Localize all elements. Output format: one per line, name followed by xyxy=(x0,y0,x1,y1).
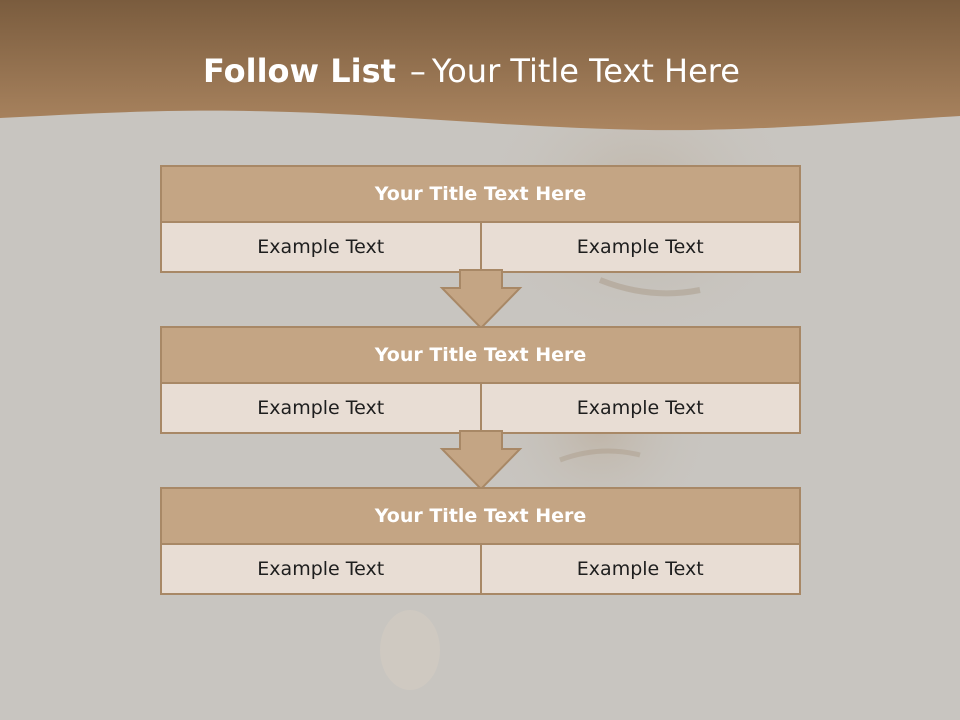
step-block-2: Your Title Text Here Example Text Exampl… xyxy=(160,326,801,434)
step-block-3: Your Title Text Here Example Text Exampl… xyxy=(160,487,801,595)
title-separator: – xyxy=(409,52,426,90)
step-row: Example Text Example Text xyxy=(162,384,799,432)
step-left-cell: Example Text xyxy=(257,236,385,258)
step-title: Your Title Text Here xyxy=(162,328,799,384)
step-row: Example Text Example Text xyxy=(162,223,799,271)
step-left-cell: Example Text xyxy=(257,397,385,419)
title-bold: Follow List xyxy=(203,52,396,90)
step-right-cell: Example Text xyxy=(479,384,800,432)
step-right-cell: Example Text xyxy=(479,223,800,271)
header-band xyxy=(0,0,960,131)
step-right-cell: Example Text xyxy=(479,545,800,593)
step-title: Your Title Text Here xyxy=(162,489,799,545)
step-row: Example Text Example Text xyxy=(162,545,799,593)
slide-title: Follow List–Your Title Text Here xyxy=(0,52,943,90)
title-rest: Your Title Text Here xyxy=(431,52,740,90)
down-arrow-icon xyxy=(439,430,523,491)
step-left-cell: Example Text xyxy=(257,558,385,580)
step-block-1: Your Title Text Here Example Text Exampl… xyxy=(160,165,801,273)
down-arrow-icon xyxy=(439,269,523,330)
step-title: Your Title Text Here xyxy=(162,167,799,223)
